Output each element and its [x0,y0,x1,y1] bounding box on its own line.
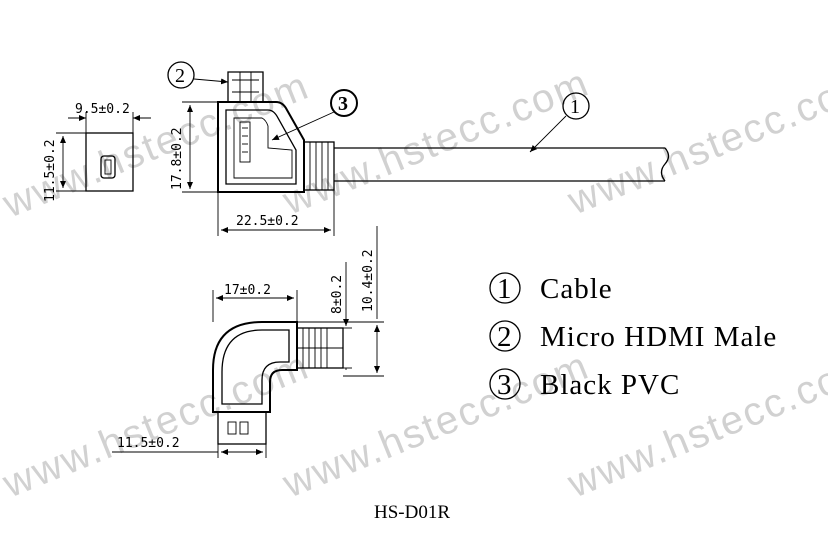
strain-relief [303,141,335,191]
hdmi-logo [239,121,251,163]
plug-contact-a [227,421,237,435]
callout-2-number: 2 [175,65,185,87]
callout-3: 3 [271,89,358,141]
end-view-outline [85,132,134,192]
watermark-text: www.hstecc.com [561,343,828,506]
watermark-text: www.hstecc.com [561,60,828,223]
legend-label: Micro HDMI Male [540,321,777,353]
callout-2: 2 [167,61,229,89]
legend-label: Cable [540,273,613,305]
side-plug [217,411,267,445]
side-overmold-inner [221,329,290,405]
callout-1-number: 1 [570,96,580,118]
legend-num: 3 [497,369,513,401]
overmold-inner-l [233,117,293,179]
model-number: HS-D01R [374,502,450,523]
end-view: 9.5±0.2 11.5±0.2 [43,102,151,202]
end-view-socket [100,155,116,179]
watermark-text: www.hstecc.com [0,343,316,506]
legend-num: 2 [497,321,513,353]
legend-item-micro-hdmi: 2 Micro HDMI Male [489,320,777,353]
dim-end-width: 9.5±0.2 [75,102,130,117]
top-view: 17.8±0.2 22.5±0.2 [170,71,670,236]
callout-1: 1 [529,92,590,153]
legend: 1 Cable 2 Micro HDMI Male 3 Black PVC [489,272,777,401]
dim-boot-height: 8±0.2 [330,275,345,314]
dim-plug-width: 11.5±0.2 [117,436,180,451]
end-view-socket-inner [104,159,112,175]
legend-label: Black PVC [540,369,680,401]
dim-head-length: 22.5±0.2 [236,214,299,229]
cable-break [660,147,670,182]
legend-item-cable: 1 Cable [489,272,613,305]
legend-num: 1 [497,273,513,305]
overmold-inner [225,109,297,185]
callout-3-number: 3 [338,93,348,115]
micro-plug-outline [227,71,264,102]
side-view: 17±0.2 8±0.2 10.4±0.2 11.5±0.2 [112,226,384,458]
plug-contact-b [239,421,249,435]
dim-head-height: 17.8±0.2 [170,127,185,190]
dim-overall-height: 10.4±0.2 [361,249,376,312]
legend-item-black-pvc: 3 Black PVC [489,368,680,401]
dim-top-width: 17±0.2 [224,283,271,298]
dim-end-height: 11.5±0.2 [43,139,58,202]
